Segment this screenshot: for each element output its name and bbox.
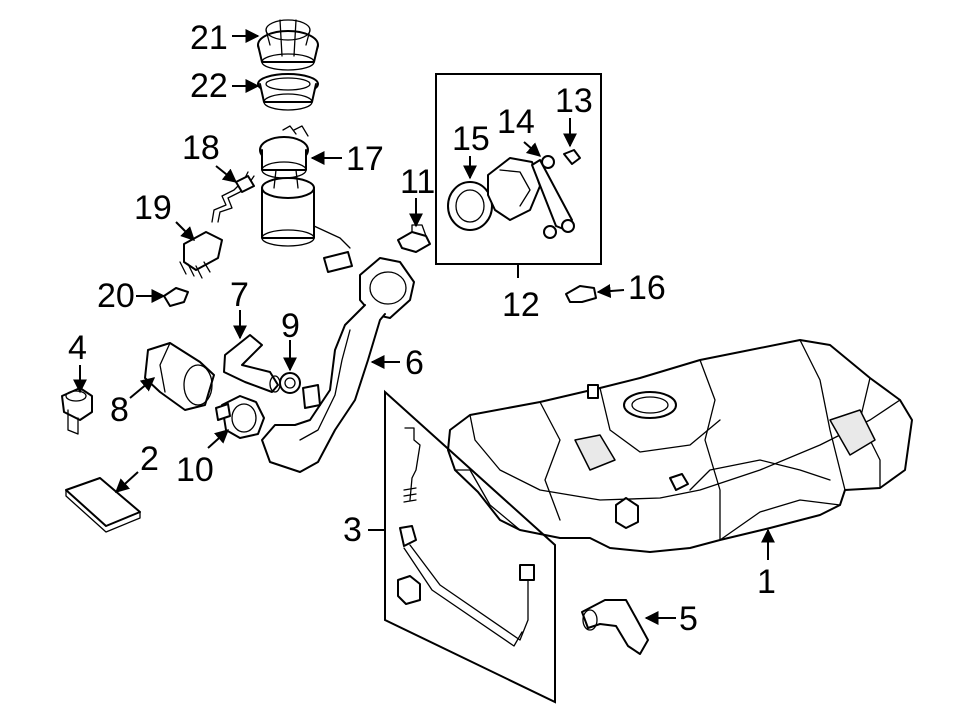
seal-part[interactable]	[257, 73, 319, 111]
seal-ring-part	[447, 181, 493, 231]
callout-10: 10	[176, 451, 214, 489]
callout-12: 12	[502, 286, 540, 324]
callout-6: 6	[405, 344, 424, 382]
filler-hose-part[interactable]	[144, 342, 215, 411]
hose-clamp-large-part[interactable]	[215, 395, 265, 439]
electrical-connector-part[interactable]	[179, 231, 223, 279]
fuel-tank-part[interactable]	[447, 339, 913, 553]
sending-unit-kit-group[interactable]	[435, 73, 602, 265]
callout-16: 16	[628, 269, 666, 307]
vent-valve-part[interactable]	[61, 387, 93, 435]
callout-9: 9	[281, 307, 300, 345]
callout-22: 22	[190, 67, 228, 105]
callout-3: 3	[343, 511, 362, 549]
vent-hose-part[interactable]	[223, 334, 281, 393]
callout-1: 1	[757, 563, 776, 601]
callout-14: 14	[497, 103, 535, 141]
callout-19: 19	[134, 189, 172, 227]
callout-18: 18	[182, 129, 220, 167]
callout-15: 15	[452, 120, 490, 158]
leader-lines	[73, 29, 775, 625]
callout-5: 5	[679, 600, 698, 638]
callout-11: 11	[400, 163, 435, 201]
retaining-clip-part	[563, 149, 581, 165]
wiring-harness-part[interactable]	[211, 171, 255, 223]
fitting-part[interactable]	[565, 285, 597, 303]
callout-17: 17	[346, 140, 384, 178]
tank-pad-part[interactable]	[65, 477, 141, 533]
mounting-bolt-part[interactable]	[397, 224, 431, 253]
lock-ring-part[interactable]	[257, 19, 319, 71]
strap-kit-group[interactable]	[384, 389, 556, 704]
fuel-level-sensor-part	[487, 157, 541, 221]
hose-clamp-small-part[interactable]	[279, 372, 301, 394]
filler-pipe-part[interactable]	[261, 257, 415, 473]
callout-8: 8	[110, 391, 129, 429]
callout-13: 13	[555, 82, 593, 120]
callout-4: 4	[68, 329, 87, 367]
callout-21: 21	[190, 19, 228, 57]
callout-labels: 1 2 3 4 5 6 7 8 9 10 11 12 13 14 15 16 1…	[68, 19, 776, 638]
fuel-pump-module-part[interactable]	[259, 125, 353, 273]
callout-2: 2	[140, 440, 159, 478]
plug-part[interactable]	[163, 287, 189, 307]
callout-20: 20	[97, 277, 135, 315]
fuel-line-connector-part[interactable]	[581, 599, 649, 655]
callout-7: 7	[230, 276, 249, 314]
